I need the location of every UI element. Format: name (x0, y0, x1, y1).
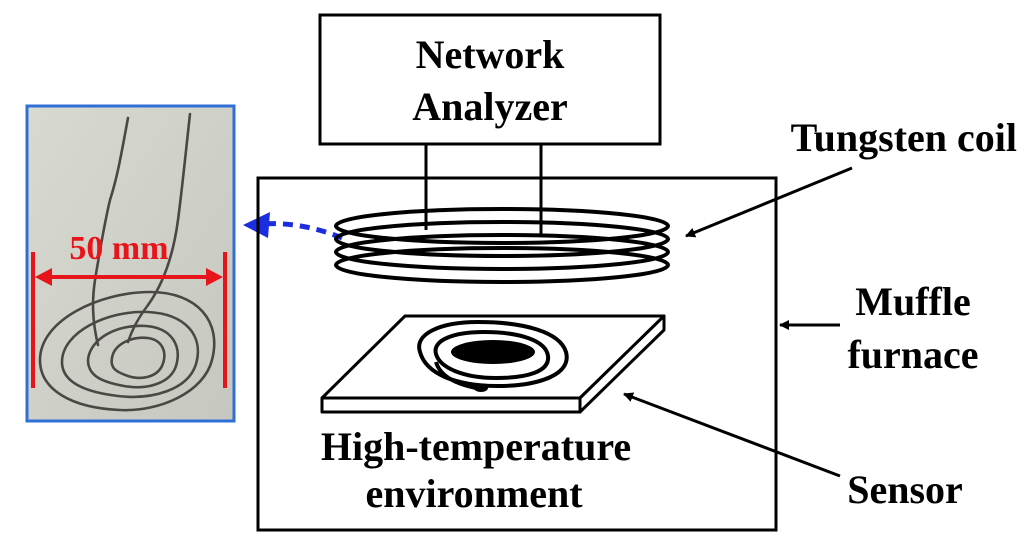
dashed-pointer-arrow (261, 221, 343, 241)
network-analyzer-box (318, 13, 662, 146)
coil-turn (334, 246, 670, 284)
sensor-pointer (623, 392, 841, 478)
environment-label-line1: High-temperature (321, 424, 631, 469)
tungsten-coil-label: Tungsten coil (791, 115, 1017, 160)
sensor-center-pad (451, 340, 535, 364)
sensor (320, 314, 666, 414)
sensor-plate-front (320, 396, 582, 414)
scale-bar: 50 mm (31, 230, 227, 388)
coil-photo-inset: 50 mm (25, 104, 236, 423)
scale-arrowhead-left (35, 268, 52, 286)
muffle-furnace-box (256, 176, 778, 532)
muffle-furnace-label-line2: furnace (847, 332, 978, 377)
photo-frame (25, 104, 236, 423)
sensor-contact-dot (474, 384, 488, 392)
sensor-spiral (417, 319, 569, 389)
network-analyzer: Network Analyzer (318, 13, 662, 146)
sensor-label: Sensor (847, 467, 963, 512)
tungsten-coil (334, 207, 670, 284)
network-analyzer-label-line2: Analyzer (412, 84, 568, 129)
coil-turn (334, 207, 670, 245)
sensor-plate-side (578, 314, 666, 414)
tungsten-coil-pointer (685, 166, 853, 238)
environment-label-line2: environment (365, 471, 583, 516)
network-analyzer-label-line1: Network (416, 32, 566, 77)
scale-label: 50 mm (69, 230, 168, 267)
coil-turn (334, 220, 670, 258)
scale-arrowhead-right (206, 268, 223, 286)
photo-wire-lead-right (126, 112, 192, 344)
photo-wire-lead-left (91, 116, 130, 347)
photo-spiral-coil (38, 290, 216, 412)
muffle-furnace-label-line1: Muffle (855, 279, 971, 324)
sensor-lead-trace (434, 361, 477, 390)
coil-turn (334, 233, 670, 271)
